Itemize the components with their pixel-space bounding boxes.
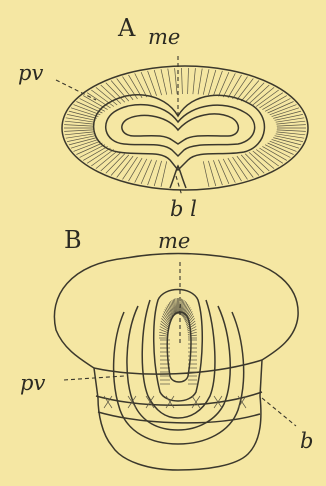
hatch-stroke — [198, 69, 202, 95]
hatch-stroke — [135, 159, 147, 183]
panel-a-label-pv: pv — [18, 61, 43, 85]
hatch-stroke — [161, 69, 167, 95]
hatch-stroke — [168, 69, 172, 95]
hatch-stroke — [188, 335, 197, 336]
hatch-stroke — [193, 68, 196, 94]
hatch-stroke — [129, 158, 143, 181]
hatch-stroke — [182, 68, 183, 94]
hatch-stroke — [228, 75, 242, 98]
hatch-stroke — [161, 161, 167, 187]
panel-b-band-middle — [96, 392, 262, 405]
panel-a-label-bl: b l — [170, 197, 197, 221]
hatch-stroke — [135, 73, 147, 97]
panel-b-b-leader — [262, 398, 296, 426]
panel-b: B me pv b — [20, 226, 313, 470]
panel-b-outer-outline — [54, 254, 298, 471]
hatch-stroke — [277, 130, 306, 132]
panel-b-pv-leader — [64, 376, 124, 380]
hatch-stroke — [223, 73, 235, 97]
hatch-stroke — [259, 148, 283, 163]
hatch-stroke — [188, 327, 197, 332]
panel-b-band-upper — [94, 360, 262, 374]
hatch-stroke — [67, 114, 95, 120]
hatch-stroke — [218, 72, 229, 96]
hatch-stroke — [64, 125, 93, 127]
panel-a-outer-outline — [62, 66, 308, 190]
panel-a-pv-leader — [56, 80, 96, 100]
hatch-stroke — [87, 148, 111, 163]
panel-a-letter: A — [117, 14, 136, 42]
hatch-stroke — [259, 93, 283, 108]
panel-a: A me pv b l — [18, 14, 308, 221]
panel-b-label-me: me — [158, 229, 190, 253]
hatch-stroke — [175, 68, 178, 94]
hatch-stroke — [275, 136, 303, 142]
hatch-stroke — [275, 114, 303, 120]
panel-b-label-pv: pv — [20, 371, 45, 395]
hatch-stroke — [159, 335, 168, 336]
hatch-stroke — [160, 327, 169, 332]
hatch-stroke — [218, 160, 229, 184]
hatch-stroke — [67, 136, 95, 142]
panel-a-label-me: me — [148, 25, 180, 49]
hatch-stroke — [87, 93, 111, 108]
hatch-stroke — [141, 72, 152, 96]
panel-b-wall-outer — [114, 312, 244, 444]
hatch-stroke — [223, 159, 235, 183]
panel-a-radial-hatching — [64, 68, 306, 187]
panel-b-letter: B — [64, 226, 82, 254]
hatch-stroke — [64, 130, 93, 132]
hatch-stroke — [203, 69, 209, 95]
panel-b-label-b: b — [300, 429, 313, 453]
hatch-stroke — [188, 68, 189, 94]
hatch-stroke — [228, 158, 242, 181]
panel-b-central-lumen — [167, 312, 191, 382]
hatch-stroke — [203, 161, 209, 187]
hatch-stroke — [277, 125, 306, 127]
hatch-stroke — [141, 160, 152, 184]
panel-a-bl-leader — [176, 176, 182, 196]
